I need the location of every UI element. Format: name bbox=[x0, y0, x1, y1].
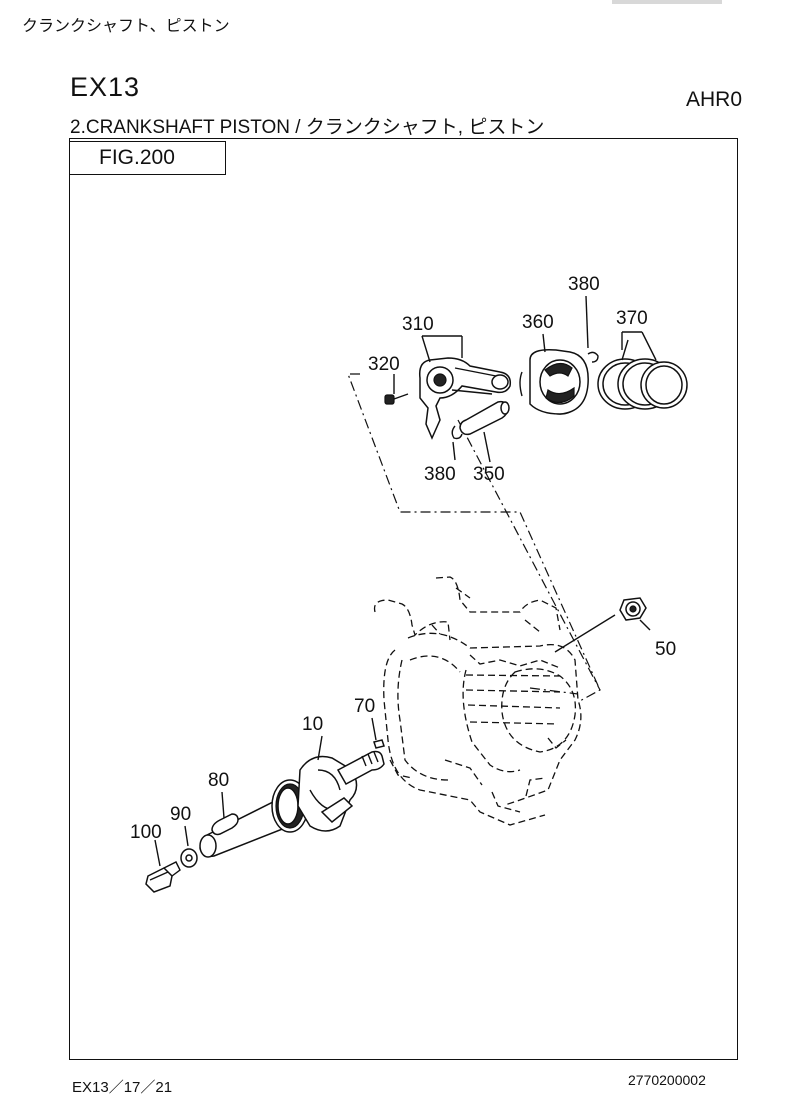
crankshaft-bolt bbox=[145, 861, 181, 893]
key-80 bbox=[211, 813, 239, 836]
crankshaft bbox=[199, 750, 385, 858]
assembly-leader-lines bbox=[347, 373, 616, 703]
piston bbox=[519, 348, 589, 415]
footer-doc-number: 2770200002 bbox=[628, 1072, 706, 1088]
callout-370: 370 bbox=[616, 308, 648, 329]
callout-350: 350 bbox=[473, 464, 505, 485]
scan-artifact bbox=[612, 0, 722, 4]
model-code: AHR0 bbox=[686, 88, 743, 111]
washer bbox=[180, 848, 198, 868]
connecting-rod-bolt bbox=[384, 393, 409, 405]
piston-rings bbox=[597, 358, 688, 410]
callout-50: 50 bbox=[655, 639, 676, 660]
woodruff-key bbox=[373, 739, 385, 749]
callout-90: 90 bbox=[170, 804, 191, 825]
engine-block-outline bbox=[373, 576, 582, 826]
piston-pin bbox=[459, 400, 510, 436]
running-header: クランクシャフト、ピストン bbox=[22, 18, 230, 35]
callout-360: 360 bbox=[522, 312, 554, 333]
footer-model-ref: EX13／17／21 bbox=[72, 1079, 173, 1096]
callout-380-upper: 380 bbox=[568, 274, 600, 295]
circlip-upper bbox=[587, 351, 599, 363]
figure-label: FIG.200 bbox=[99, 146, 175, 169]
circlip-lower bbox=[451, 425, 463, 440]
model-name: EX13 bbox=[70, 72, 141, 102]
callout-10: 10 bbox=[302, 714, 323, 735]
figure-frame bbox=[69, 138, 738, 1060]
callout-80: 80 bbox=[208, 770, 229, 791]
callout-100: 100 bbox=[130, 822, 162, 843]
callout-70: 70 bbox=[354, 696, 375, 717]
callout-leaders bbox=[154, 295, 657, 867]
figure-label-box bbox=[69, 141, 226, 175]
section-title: 2.CRANKSHAFT PISTON / クランクシャフト, ピストン bbox=[70, 117, 545, 138]
callout-380-lower: 380 bbox=[424, 464, 456, 485]
nut bbox=[619, 597, 647, 621]
callout-310: 310 bbox=[402, 314, 434, 335]
callout-320: 320 bbox=[368, 354, 400, 375]
